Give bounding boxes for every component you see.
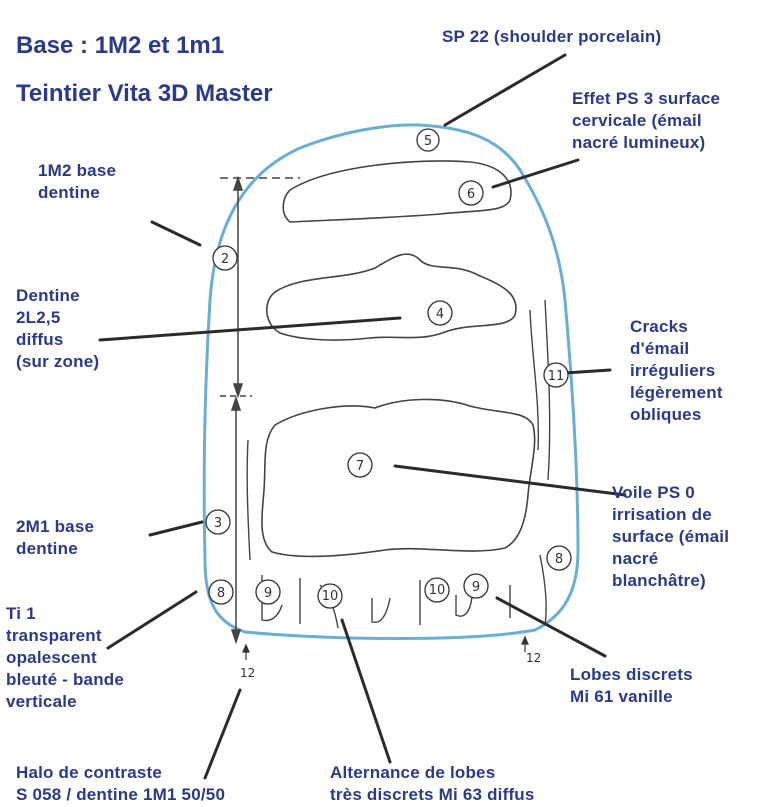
tick-left-label: 12 xyxy=(240,666,255,680)
marker-2-text: 2 xyxy=(221,252,229,267)
marker-7: 7 xyxy=(348,453,372,477)
incisal-lobes xyxy=(247,300,550,628)
label-ti1: Ti 1 transparent opalescent bleuté - ban… xyxy=(6,603,124,713)
title-line-1: Base : 1M2 et 1m1 xyxy=(16,32,224,59)
label-sp22: SP 22 (shoulder porcelain) xyxy=(442,26,661,48)
label-alternance: Alternance de lobes très discrets Mi 63 … xyxy=(330,762,535,806)
title-line-2: Teintier Vita 3D Master xyxy=(16,80,273,107)
label-1m2-base: 1M2 base dentine xyxy=(38,160,116,204)
label-dentine-2l25: Dentine 2L2,5 diffus (sur zone) xyxy=(16,285,99,373)
diagram-title: Base : 1M2 et 1m1 Teintier Vita 3D Maste… xyxy=(16,10,273,106)
marker-10-left-text: 10 xyxy=(322,589,339,604)
dentine-zone xyxy=(267,254,516,340)
marker-8-right: 8 xyxy=(547,546,571,570)
marker-6-text: 6 xyxy=(467,187,475,202)
marker-8-left-text: 8 xyxy=(217,586,225,601)
label-lobes-discrets: Lobes discrets Mi 61 vanille xyxy=(570,664,693,708)
marker-9-right-text: 9 xyxy=(472,580,480,595)
marker-3: 3 xyxy=(206,510,230,534)
marker-6: 6 xyxy=(459,181,483,205)
marker-3-text: 3 xyxy=(214,516,222,531)
label-halo: Halo de contraste S 058 / dentine 1M1 50… xyxy=(16,762,225,806)
marker-4-text: 4 xyxy=(436,307,444,322)
marker-5-text: 5 xyxy=(424,134,432,149)
label-cracks: Cracks d'émail irréguliers légèrement ob… xyxy=(630,316,723,426)
marker-8-right-text: 8 xyxy=(555,552,563,567)
label-voile-ps0: Voile PS 0 irrisation de surface (émail … xyxy=(612,482,729,592)
marker-4: 4 xyxy=(428,301,452,325)
marker-11-text: 11 xyxy=(548,369,565,384)
label-2m1-base: 2M1 base dentine xyxy=(16,516,94,560)
marker-10-left: 10 xyxy=(318,584,342,608)
marker-7-text: 7 xyxy=(356,459,364,474)
leader-lines xyxy=(100,55,625,778)
marker-2: 2 xyxy=(213,246,237,270)
tick-right-label: 12 xyxy=(526,651,541,665)
marker-10-right: 10 xyxy=(425,578,449,602)
tooth-outline xyxy=(204,125,578,639)
marker-9-right: 9 xyxy=(464,574,488,598)
tick-annotations: 12 12 xyxy=(240,637,541,680)
marker-8-left: 8 xyxy=(209,580,233,604)
marker-5: 5 xyxy=(417,129,439,151)
label-effet-ps3: Effet PS 3 surface cervicale (émail nacr… xyxy=(572,88,720,154)
marker-11: 11 xyxy=(544,363,568,387)
marker-9-left-text: 9 xyxy=(264,586,272,601)
marker-10-right-text: 10 xyxy=(429,583,446,598)
marker-9-left: 9 xyxy=(256,580,280,604)
